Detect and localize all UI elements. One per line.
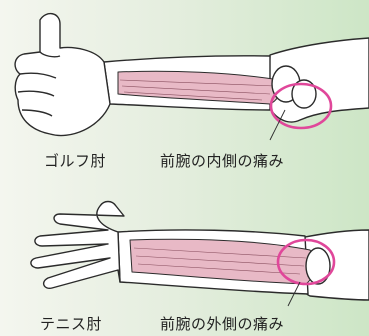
- open-hand-icon: [31, 202, 124, 289]
- tennis-elbow-arm: [31, 202, 369, 307]
- tennis-elbow-label: テニス肘: [40, 313, 102, 334]
- golf-elbow-arm: [15, 14, 369, 140]
- golf-elbow-label: ゴルフ肘: [44, 150, 106, 171]
- inner-forearm-pain-label: 前腕の内側の痛み: [160, 150, 284, 171]
- thumbs-up-hand-icon: [15, 14, 110, 136]
- outer-forearm-pain-label: 前腕の外側の痛み: [160, 313, 284, 334]
